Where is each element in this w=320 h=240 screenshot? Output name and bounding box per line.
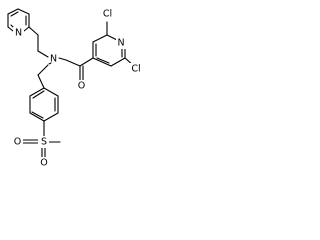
bond-n-benzyl-join [48,62,52,65]
bond-ch2-pyridyl [28,26,39,36]
pyridine-ring-left [7,8,30,32]
atom-sulfur: S [41,137,47,148]
atom-o-amide: O [78,81,85,92]
bond-carbonyl-ring [79,57,94,67]
bond-n-benzyl-ch2 [37,63,50,76]
atom-cl-right: Cl [131,64,140,75]
atom-n-pyridine-right: N [117,38,124,49]
bond-n-carbonyl [65,59,81,67]
bond-benzyl-ch2-ring [37,74,45,89]
atom-o-sulfonyl-left: O [14,137,21,148]
atom-n-amide: N [50,54,57,65]
benzene-ring [29,87,59,122]
bond-n-carbonyl-join [58,57,67,61]
atom-n-pyridine-left: N [15,28,22,39]
bond-ch2-n-join [37,50,49,58]
atom-o-sulfonyl-bottom: O [40,158,47,169]
pyridine-ring-right [92,34,126,67]
structure-diagram: Cl N Cl N N O S O O [7,8,143,169]
atom-cl-top: Cl [103,9,112,20]
